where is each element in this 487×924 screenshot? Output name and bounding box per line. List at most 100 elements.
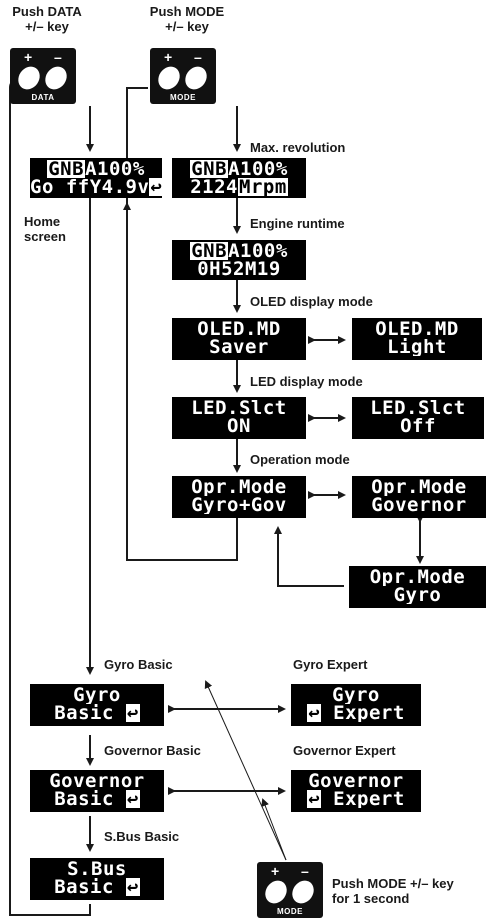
sbus-basic-screen: S.Bus Basic ↩ — [30, 858, 164, 900]
governor-expert-line1: Governor — [308, 772, 404, 790]
minus-button-icon[interactable] — [180, 62, 212, 94]
governor-expert-text: Expert — [333, 790, 405, 808]
gyro-expert-line2: ↩ Expert — [291, 704, 421, 722]
sbus-return-line — [9, 900, 91, 916]
return-icon: ↩ — [125, 878, 140, 896]
governor-basic-text: Basic — [54, 790, 114, 808]
push-mode-label: Push MODE +/– key — [140, 4, 234, 34]
gyro-basic-line1: Gyro — [73, 686, 121, 704]
status-icons: GNB — [190, 160, 229, 178]
plus-button-icon[interactable] — [153, 62, 185, 94]
gyro-expert-label: Gyro Expert — [293, 657, 368, 672]
gyro-basic-screen: Gyro Basic ↩ — [30, 684, 164, 726]
push-data-text: Push DATA — [12, 4, 82, 19]
home-voltage-value: 4.9v — [101, 178, 150, 196]
home-line2: Go ffY4.9v↩ — [30, 178, 162, 196]
status-icons: GNB — [190, 242, 229, 260]
plus-icon: + — [24, 49, 33, 65]
gyro-expert-line1: Gyro — [332, 686, 380, 704]
minus-button-icon[interactable] — [287, 876, 319, 908]
pointer-to-governor-arrow — [261, 798, 287, 861]
mode-key-bottom[interactable]: + – MODE — [257, 862, 323, 918]
opr-gyro-gov-screen: Opr.Mode Gyro+Gov — [172, 476, 306, 518]
push-mode-key-text: +/– key — [165, 19, 209, 34]
oled-light-line1: OLED.MD — [375, 320, 459, 338]
engine-runtime-screen: GNBA100% 0H52M19 — [172, 240, 306, 280]
led-off-screen: LED.Slct Off — [352, 397, 484, 439]
home-throttle-value: A100% — [85, 160, 145, 178]
max-revolution-label: Max. revolution — [250, 140, 346, 155]
oled-display-mode-label: OLED display mode — [250, 294, 373, 309]
plus-button-icon[interactable] — [260, 876, 292, 908]
push-data-label: Push DATA +/– key — [4, 4, 90, 34]
opr-governor-screen: Opr.Mode Governor — [352, 476, 486, 518]
home-screen-label: Home screen — [24, 214, 66, 244]
mode-key-label: MODE — [277, 907, 303, 916]
governor-basic-label: Governor Basic — [104, 743, 201, 758]
return-icon: ↩ — [125, 704, 140, 722]
operation-mode-label: Operation mode — [250, 452, 350, 467]
opr-gyro-line1: Opr.Mode — [369, 568, 466, 586]
max-revolution-screen: GNBA100% 2124Mrpm — [172, 158, 306, 198]
plus-button-icon[interactable] — [13, 62, 45, 94]
gyro-basic-text: Basic — [54, 704, 114, 722]
return-icon: ↩ — [307, 704, 322, 722]
sbus-basic-text: Basic — [54, 878, 114, 896]
home-line1: GNBA100% — [30, 160, 162, 178]
oled-light-screen: OLED.MD Light — [352, 318, 482, 360]
minus-icon: – — [194, 49, 202, 65]
data-key-label: DATA — [31, 93, 55, 102]
push-mode-long-text: Push MODE +/– key — [332, 876, 454, 891]
led-display-mode-label: LED display mode — [250, 374, 363, 389]
screen-text: screen — [24, 229, 66, 244]
plus-icon: + — [164, 49, 173, 65]
opr-gyro-screen: Opr.Mode Gyro — [349, 566, 486, 608]
home-text: Home — [24, 214, 61, 229]
opr-governor-line1: Opr.Mode — [371, 478, 467, 496]
sbus-basic-line2: Basic ↩ — [30, 878, 164, 896]
push-mode-text: Push MODE — [149, 4, 225, 19]
sbus-basic-label: S.Bus Basic — [104, 829, 180, 844]
led-on-screen: LED.Slct ON — [172, 397, 306, 439]
gyro-expert-screen: Gyro ↩ Expert — [291, 684, 421, 726]
oled-light-line2: Light — [387, 338, 447, 356]
governor-basic-line1: Governor — [49, 772, 145, 790]
opr-governor-line2: Governor — [371, 496, 467, 514]
pointer-to-gyro-arrow — [204, 680, 287, 861]
maxrev-throttle-value: A100% — [228, 160, 288, 178]
arrow-gyro-to-gyrogov — [274, 526, 344, 587]
runtime-value: 0H52M19 — [197, 260, 281, 278]
return-icon: ↩ — [125, 790, 140, 808]
home-screen: GNBA100% Go ffY4.9v↩ — [30, 158, 162, 198]
push-mode-long-label: Push MODE +/– key for 1 second — [332, 876, 454, 906]
mode-key-label: MODE — [170, 93, 196, 102]
oled-saver-line1: OLED.MD — [197, 320, 281, 338]
minus-button-icon[interactable] — [40, 62, 72, 94]
opr-gyrogov-line2: Gyro+Gov — [191, 496, 287, 514]
oled-saver-screen: OLED.MD Saver — [172, 318, 306, 360]
led-off-line1: LED.Slct — [370, 399, 466, 417]
return-icon: ↩ — [307, 790, 322, 808]
data-key[interactable]: + – DATA — [10, 48, 76, 104]
plus-icon: + — [271, 863, 280, 879]
status-icons: GNB — [47, 160, 86, 178]
minus-icon: – — [301, 863, 309, 879]
governor-basic-line2: Basic ↩ — [30, 790, 164, 808]
mode-key[interactable]: + – MODE — [150, 48, 216, 104]
runtime-throttle-value: A100% — [228, 242, 288, 260]
mode-icons: Go ffY — [30, 178, 102, 196]
led-off-line2: Off — [400, 417, 436, 435]
gyro-basic-line2: Basic ↩ — [30, 704, 164, 722]
opr-gyrogov-line1: Opr.Mode — [191, 478, 287, 496]
runtime-line1: GNBA100% — [172, 242, 306, 260]
oled-saver-line2: Saver — [209, 338, 269, 356]
minus-icon: – — [54, 49, 62, 65]
one-second-text: for 1 second — [332, 891, 410, 906]
push-data-key-text: +/– key — [25, 19, 69, 34]
sbus-basic-line1: S.Bus — [67, 860, 127, 878]
mode-return-loop — [126, 87, 238, 561]
governor-basic-screen: Governor Basic ↩ — [30, 770, 164, 812]
gyro-expert-text: Expert — [333, 704, 405, 722]
data-return-loop — [9, 81, 24, 905]
maxrev-line2: 2124Mrpm — [172, 178, 306, 196]
